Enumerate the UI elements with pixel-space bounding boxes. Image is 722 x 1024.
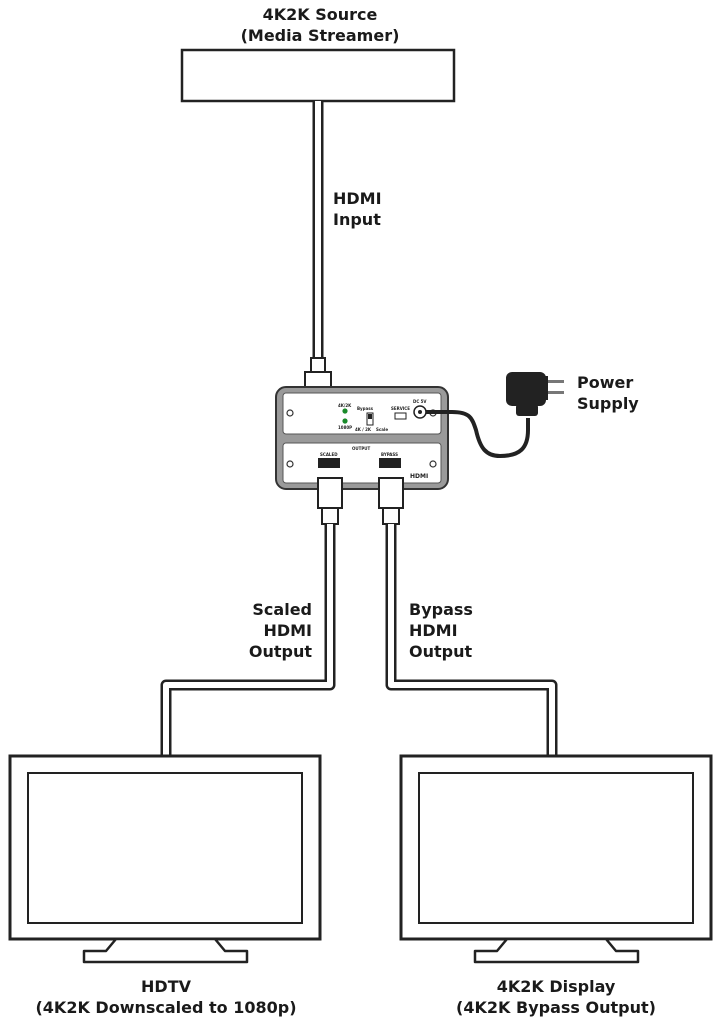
power-supply-line2: Supply [577, 394, 639, 413]
bypass-output-line3: Output [409, 642, 473, 661]
bypass-output-connector-icon [378, 477, 404, 525]
bypass-output-label: Bypass HDMI Output [409, 599, 473, 662]
output-panel-title: OUTPUT [352, 446, 371, 451]
scaled-output-connector-icon [317, 477, 343, 525]
bypass-output-line2: HDMI [409, 621, 458, 640]
hdtv-icon [8, 754, 322, 964]
4k-display-icon [399, 754, 713, 964]
brand-logo: HDMI [410, 473, 429, 480]
switch-label-4k2k: 4K / 2K [355, 427, 372, 432]
led-label-4k2k: 4K/2K [338, 403, 352, 408]
hdtv-title: HDTV [141, 977, 191, 996]
scaled-output-label: Scaled HDMI Output [230, 599, 312, 662]
switch-label-scale: Scale [376, 427, 389, 432]
dc-input-label: DC 5V [413, 399, 427, 404]
power-supply-label: Power Supply [577, 372, 639, 414]
switch-label-bypass: Bypass [357, 406, 373, 411]
hdtv-subtitle: (4K2K Downscaled to 1080p) [35, 998, 297, 1017]
power-adapter-icon [506, 372, 564, 416]
scaled-output-line2: HDMI [263, 621, 312, 640]
power-cable [426, 410, 530, 459]
power-supply-line1: Power [577, 373, 634, 392]
source-label: 4K2K Source (Media Streamer) [180, 4, 460, 46]
scaled-output-line3: Output [248, 642, 312, 661]
source-subtitle: (Media Streamer) [240, 26, 400, 45]
bypass-output-line1: Bypass [409, 600, 473, 619]
source-title: 4K2K Source [262, 5, 378, 24]
hdmi-input-label: HDMI Input [333, 188, 382, 230]
source-device-box [180, 48, 456, 103]
led-label-1080p: 1080P [338, 425, 353, 430]
hdmi-input-line2: Input [333, 210, 381, 229]
hdtv-label: HDTV (4K2K Downscaled to 1080p) [10, 976, 322, 1018]
display-4k-label: 4K2K Display (4K2K Bypass Output) [400, 976, 712, 1018]
hdmi-input-line1: HDMI [333, 189, 382, 208]
scaled-port-label: SCALED [320, 452, 338, 457]
bypass-port-label: BYPASS [381, 452, 398, 457]
service-port-label: SERVICE [391, 406, 410, 411]
scaler-device-icon [275, 386, 449, 490]
display-4k-title: 4K2K Display [496, 977, 616, 996]
display-4k-subtitle: (4K2K Bypass Output) [456, 998, 656, 1017]
scaled-output-line1: Scaled [252, 600, 312, 619]
